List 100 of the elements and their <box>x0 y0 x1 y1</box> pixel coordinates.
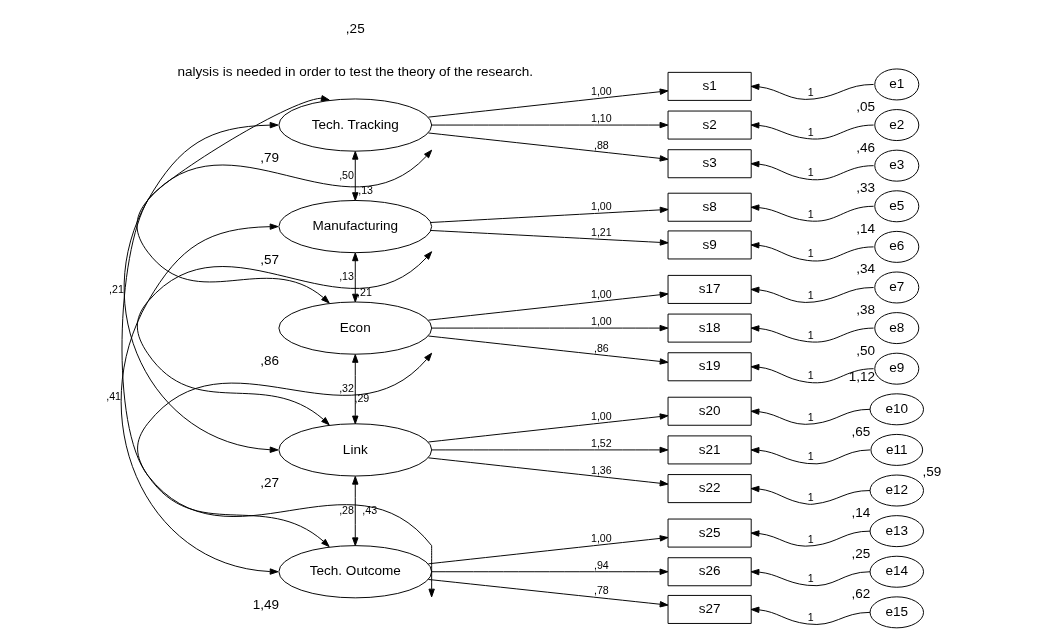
node-ellipse: e13 <box>869 515 924 548</box>
edge-label: 1,21 <box>590 226 612 239</box>
arrow <box>427 535 669 565</box>
edge-label: 1 <box>807 85 814 98</box>
node-ellipse: e14 <box>869 555 924 588</box>
edge-label: 1 <box>807 490 814 503</box>
edge-label: ,50 <box>339 168 354 181</box>
edge-label: 1 <box>807 328 814 341</box>
node-ellipse: e2 <box>874 109 920 142</box>
arrow <box>431 568 669 575</box>
node-box: s17 <box>667 274 752 304</box>
edge-label: 1 <box>807 125 814 138</box>
arrow <box>750 83 875 100</box>
edge-label: ,13 <box>358 184 373 197</box>
node-label: ,25 <box>851 545 871 561</box>
node-label: ,38 <box>856 302 876 318</box>
arrow <box>352 475 359 547</box>
node-box: s27 <box>667 594 752 624</box>
edge-label: 1 <box>807 572 814 585</box>
node-label: ,79 <box>260 149 280 165</box>
node-label: ,57 <box>260 251 280 267</box>
edge-label: 1 <box>807 532 814 545</box>
arrow <box>352 252 359 303</box>
edge-label: ,88 <box>593 139 609 152</box>
arrow <box>137 352 433 548</box>
node-box: s25 <box>667 518 752 548</box>
edge-label: 1,52 <box>590 436 612 449</box>
arrow <box>750 204 875 222</box>
arrow <box>427 132 669 162</box>
node-label: ,65 <box>851 423 871 439</box>
node-label: ,50 <box>856 342 876 358</box>
edge-label: 1,00 <box>590 315 612 327</box>
arrow <box>427 413 669 443</box>
node-box: s3 <box>667 149 752 179</box>
edge-label: 1 <box>807 450 814 463</box>
arrow <box>120 223 279 575</box>
arrow <box>431 446 669 454</box>
edge-label: 1,00 <box>590 287 612 300</box>
arrow <box>750 364 875 384</box>
arrow <box>136 251 433 426</box>
node-ellipse: e12 <box>869 474 924 507</box>
node-label: 1,49 <box>252 596 279 612</box>
arrow <box>750 286 875 303</box>
arrow <box>750 568 871 587</box>
node-box: s22 <box>667 474 752 504</box>
edge-label: 1 <box>807 369 814 382</box>
arrow <box>750 447 871 465</box>
node-label: ,34 <box>856 261 876 277</box>
node-label: ,86 <box>260 353 280 369</box>
node-ellipse: e15 <box>869 596 924 629</box>
arrow <box>352 354 359 425</box>
edge-label: 1,36 <box>590 463 612 476</box>
node-ellipse: Link <box>278 423 433 477</box>
node-ellipse: e3 <box>874 149 920 182</box>
edge-label: ,32 <box>339 381 354 394</box>
arrow <box>430 206 669 223</box>
label: ,25 <box>345 20 365 36</box>
arrow <box>352 150 359 201</box>
edge-label: 1 <box>807 207 814 220</box>
node-ellipse: Econ <box>278 301 433 355</box>
node-box: s21 <box>667 435 752 465</box>
edge-label: ,21 <box>109 282 124 295</box>
edge-label: 1,10 <box>590 111 612 124</box>
arrow <box>123 121 279 453</box>
arrow <box>121 95 435 598</box>
edge-label: 1 <box>807 288 814 301</box>
edge-label: 1,00 <box>590 409 612 422</box>
arrow <box>750 485 871 505</box>
arrow <box>427 457 669 487</box>
arrow <box>427 335 669 365</box>
node-ellipse: e5 <box>874 190 920 223</box>
node-label: ,62 <box>851 586 871 602</box>
arrow <box>750 606 871 625</box>
node-label: ,05 <box>856 99 876 114</box>
edge-label: ,21 <box>357 285 372 298</box>
arrow <box>431 121 669 129</box>
node-label: 1,12 <box>848 368 876 384</box>
node-box: s1 <box>667 71 752 101</box>
node-ellipse: e6 <box>874 230 920 263</box>
node-box: s26 <box>667 557 752 587</box>
node-ellipse: Manufacturing <box>278 200 433 254</box>
node-label: ,27 <box>260 474 280 490</box>
arrow <box>750 408 871 425</box>
node-ellipse: e8 <box>874 312 920 345</box>
edge-label: ,41 <box>106 390 121 403</box>
edge-label: ,13 <box>339 270 354 283</box>
node-box: s2 <box>667 110 752 140</box>
node-label: ,33 <box>856 180 876 196</box>
arrow <box>431 324 669 332</box>
edge-label: ,43 <box>362 504 378 517</box>
arrow <box>750 242 875 262</box>
node-box: s8 <box>667 192 752 222</box>
edge-label: ,86 <box>593 342 609 355</box>
node-label: ,46 <box>856 139 876 155</box>
edge-label: 1,00 <box>590 84 612 97</box>
node-box: s9 <box>667 230 752 260</box>
node-ellipse: e10 <box>869 393 924 426</box>
edge-label: 1 <box>807 166 814 179</box>
arrow <box>750 530 871 547</box>
node-ellipse: e9 <box>874 352 920 385</box>
